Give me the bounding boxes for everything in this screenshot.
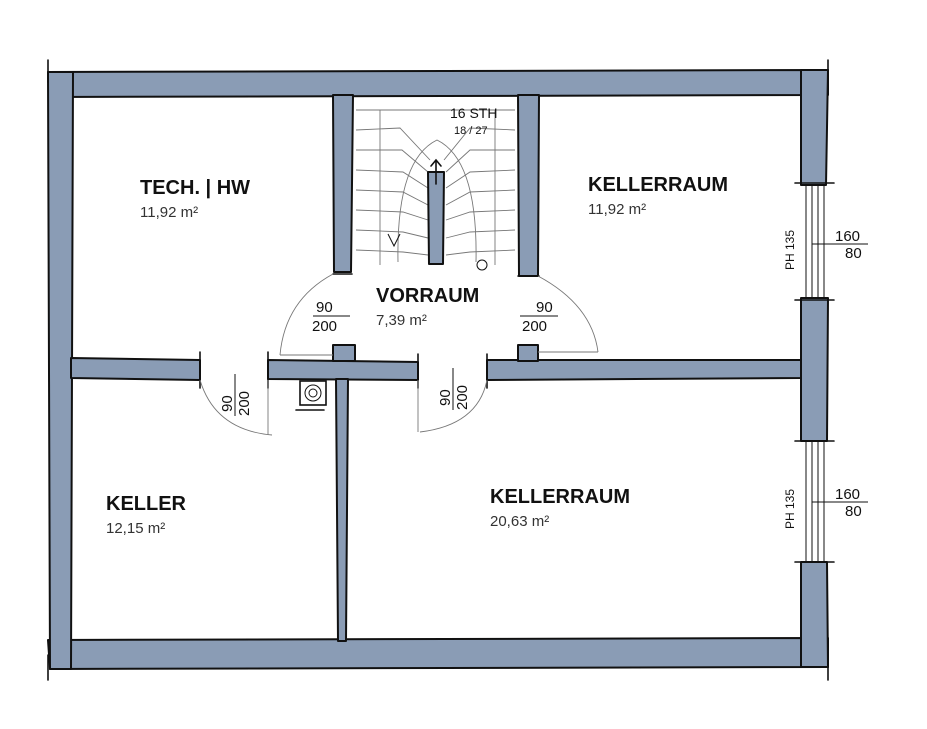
wall-right-middle [800,297,829,442]
svg-text:160: 160 [835,228,860,245]
door-label-vorraum-left: 90 200 [312,299,350,335]
svg-text:80: 80 [845,245,862,262]
svg-text:80: 80 [845,503,862,520]
window-label-lower: PH 135 160 80 [783,486,868,529]
room-kellerraum-bottom-area: 20,63 m² [490,513,549,530]
svg-text:PH 135: PH 135 [783,230,797,270]
svg-text:200: 200 [454,385,471,410]
door-label-vorraum-right: 90 200 [520,299,558,335]
room-kellerraum-bottom-name: KELLERRAUM [490,486,630,508]
stair-core [427,171,445,265]
svg-text:200: 200 [522,318,547,335]
svg-text:160: 160 [835,486,860,503]
svg-text:90: 90 [219,395,236,412]
wall-horizontal-mid-left [267,359,419,381]
staircase [355,109,516,271]
window-label-upper: PH 135 160 80 [783,228,868,270]
wall-vorraum-stub-left [332,344,356,362]
room-kellerraum-top-area: 11,92 m² [588,201,646,218]
door-label-kellerraum-bottom: 90 200 [437,368,471,410]
wall-right-lower [800,561,829,668]
stair-steps-label: 16 STH [450,105,497,121]
chimney-icon [295,380,327,411]
wall-stair-left [332,94,354,273]
room-keller-name: KELLER [106,493,187,515]
wall-horizontal-mid-right [486,359,802,381]
svg-text:200: 200 [236,391,253,416]
window-upper [805,185,825,298]
room-vorraum-name: VORRAUM [376,285,479,307]
door-swings [199,273,599,436]
wall-right-upper [800,69,829,186]
room-tech-hw-area: 11,92 m² [140,204,198,221]
exterior-walls [47,69,829,670]
wall-horizontal-left [70,357,201,381]
interior-walls [70,94,802,642]
wall-bottom [47,637,829,670]
room-keller-area: 12,15 m² [106,520,165,537]
stair-ratio-label: 18 / 27 [454,125,488,137]
room-kellerraum-top-name: KELLERRAUM [588,174,728,196]
wall-stair-right [517,94,540,277]
wall-keller-divider [335,378,349,642]
svg-text:200: 200 [312,318,337,335]
door-label-keller: 90 200 [219,374,253,416]
room-tech-hw-name: TECH. | HW [140,177,250,199]
wall-top [47,69,829,98]
svg-text:90: 90 [316,299,333,316]
wall-tick-marks [47,59,835,681]
room-vorraum-area: 7,39 m² [376,312,427,329]
svg-text:90: 90 [536,299,553,316]
wall-vorraum-stub-right [517,344,539,362]
wall-left [47,71,74,670]
svg-text:PH 135: PH 135 [783,489,797,529]
svg-text:90: 90 [437,389,454,406]
